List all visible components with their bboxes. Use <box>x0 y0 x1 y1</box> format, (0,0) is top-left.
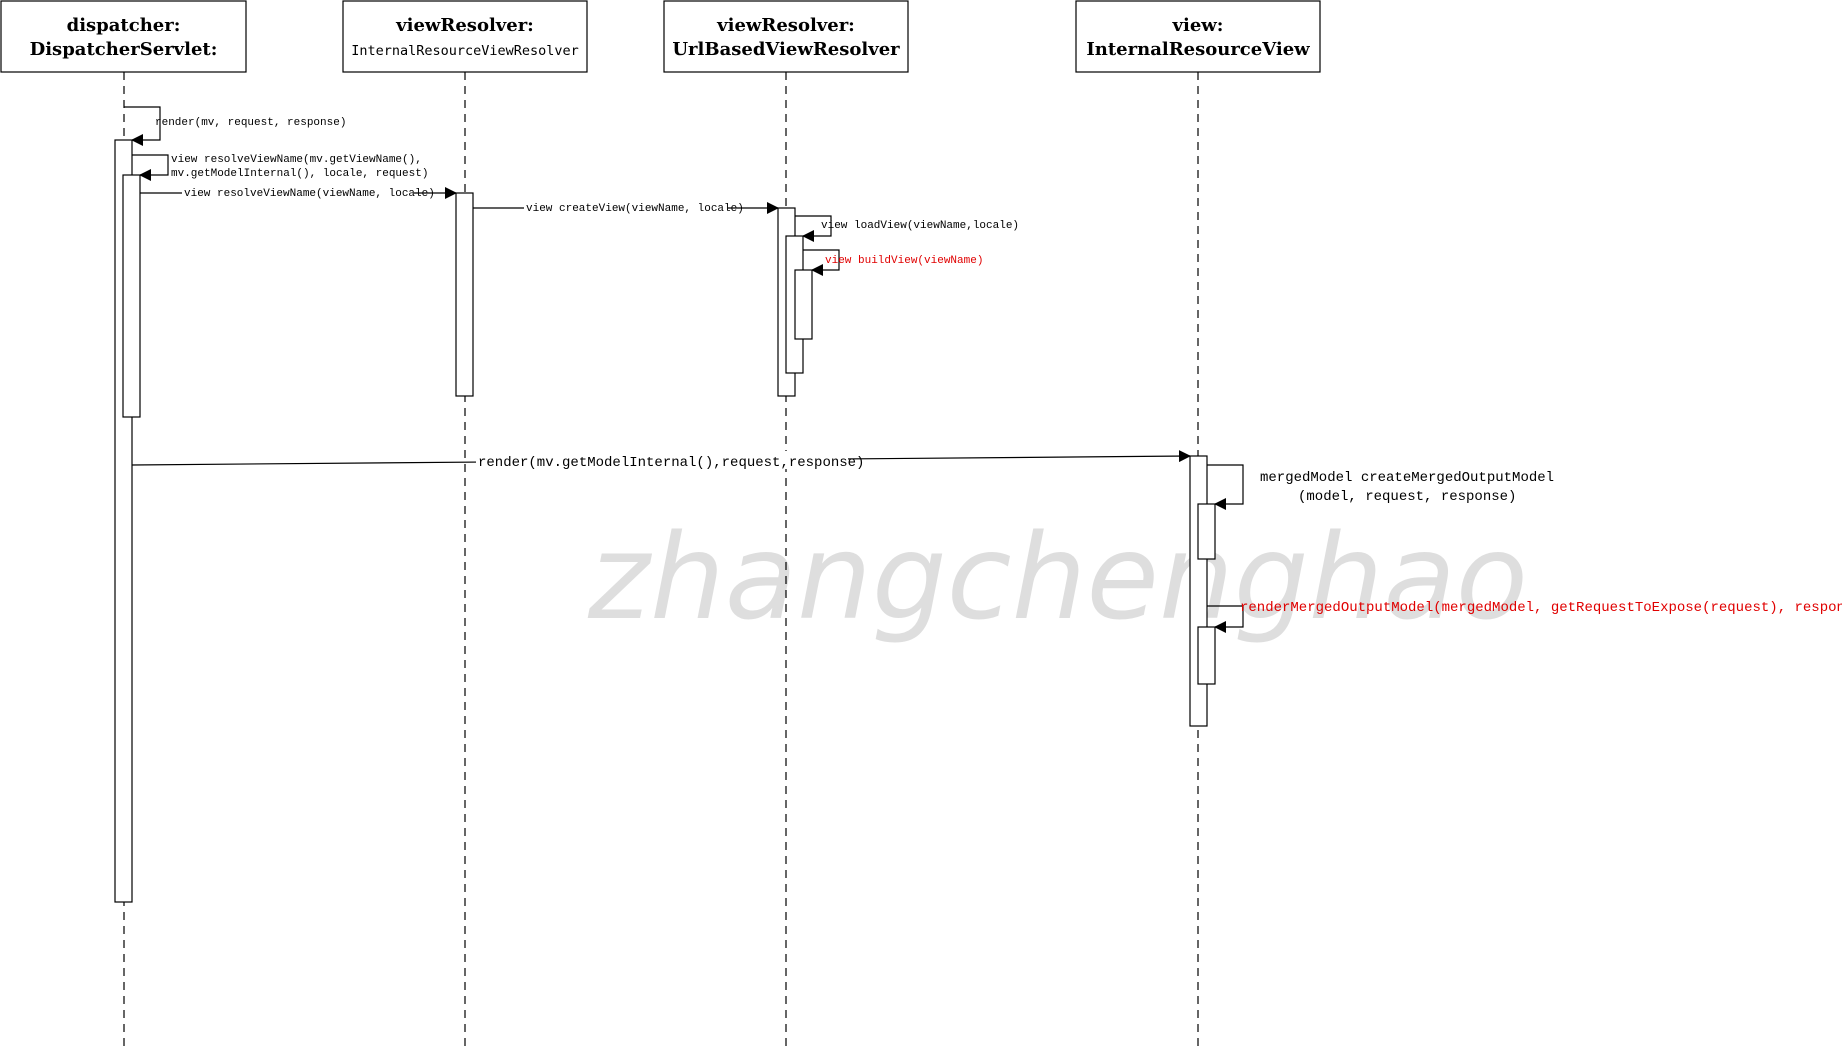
message-render-label: render(mv, request, response) <box>155 117 346 129</box>
activation-dispatcher-resolve <box>122 174 141 418</box>
activation-irv-render <box>1189 455 1208 727</box>
participant-irv-name: view: <box>1172 15 1224 36</box>
participant-dispatcher-name: dispatcher: <box>67 15 181 36</box>
activation-irv-create-merged <box>1197 503 1216 560</box>
message-build-view-self <box>803 249 840 276</box>
participant-ivr-type: InternalResourceViewResolver <box>351 43 579 59</box>
activation-ivr-resolve <box>455 192 474 397</box>
watermark-text: zhangchenghao <box>587 508 1528 646</box>
message-resolve-to-ivr-label: view resolveViewName(viewName, locale) <box>184 188 435 200</box>
message-build-view-label: view buildView(viewName) <box>825 255 983 267</box>
activation-ubvr-build <box>794 269 813 340</box>
message-create-merged-label-line1: mergedModel createMergedOutputModel <box>1260 470 1554 486</box>
message-load-view-label: view loadView(viewName,locale) <box>821 220 1019 232</box>
participant-ivr-name: viewResolver: <box>395 15 534 36</box>
participant-url-based-view-resolver: viewResolver: UrlBasedViewResolver <box>663 0 909 73</box>
participant-internal-resource-view: view: InternalResourceView <box>1075 0 1321 73</box>
message-resolve-label-line1: view resolveViewName(mv.getViewName(), <box>171 154 422 166</box>
message-render-merged-self <box>1207 605 1244 633</box>
message-resolve-self <box>132 154 169 181</box>
message-create-merged-label-line2: (model, request, response) <box>1298 489 1516 505</box>
message-create-merged-self <box>1207 464 1244 510</box>
message-resolve-label-line2: mv.getModelInternal(), locale, request) <box>171 168 428 180</box>
participant-ubvr-name: viewResolver: <box>716 15 855 36</box>
participant-dispatcher: dispatcher: DispatcherServlet: <box>0 0 247 73</box>
message-render-view-label: render(mv.getModelInternal(),request,res… <box>478 455 864 471</box>
participant-internal-resource-view-resolver: viewResolver: InternalResourceViewResolv… <box>342 0 588 73</box>
participant-ubvr-type: UrlBasedViewResolver <box>672 39 900 60</box>
activation-irv-render-merged <box>1197 626 1216 685</box>
participant-irv-type: InternalResourceView <box>1086 39 1310 60</box>
participant-dispatcher-type: DispatcherServlet: <box>30 39 218 60</box>
message-create-view-label: view createView(viewName, locale) <box>526 203 744 215</box>
message-render-merged-label: renderMergedOutputModel(mergedModel, get… <box>1240 600 1842 616</box>
message-load-view-self <box>795 215 832 242</box>
message-render-self <box>124 106 161 146</box>
